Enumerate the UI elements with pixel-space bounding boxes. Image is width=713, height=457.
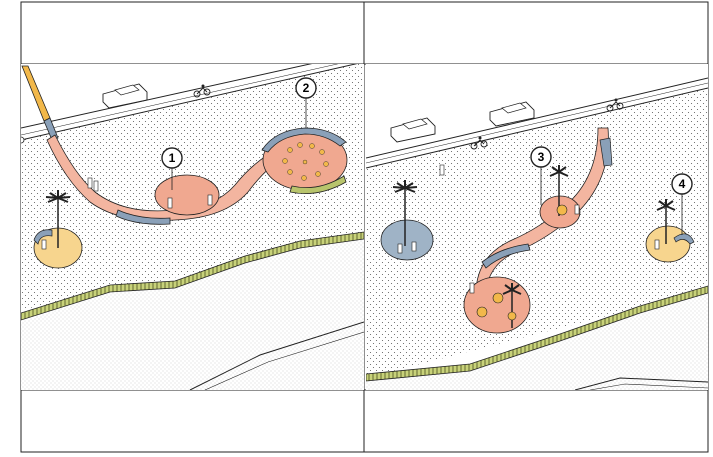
blue-circle	[380, 219, 434, 261]
table-icon	[476, 204, 568, 321]
right-panel	[366, 64, 708, 390]
bicycle-icon	[193, 84, 211, 98]
marker-4: 4	[671, 173, 693, 235]
hedge-strip	[21, 231, 364, 321]
bench-left	[115, 209, 171, 225]
marker-2-label: 2	[303, 81, 310, 95]
beach-sand	[21, 238, 364, 390]
palm-tree-icon	[45, 190, 71, 248]
car-icon	[489, 101, 535, 127]
palm-tree-icon	[392, 180, 418, 246]
car-icon	[390, 117, 436, 143]
hedge-strip-right	[366, 285, 708, 382]
yellow-circle-right	[645, 225, 691, 263]
bicycle-icon	[606, 98, 624, 112]
marker-3-label: 3	[538, 150, 545, 164]
marker-3: 3	[530, 146, 552, 205]
left-panel	[21, 64, 364, 390]
car-icon	[102, 83, 148, 109]
bicycle-icon	[470, 136, 488, 150]
marker-4-label: 4	[679, 177, 686, 191]
bench-right	[481, 243, 531, 269]
person-icon	[41, 177, 213, 250]
palm-tree-icon	[656, 199, 676, 244]
plaza-2-dots	[282, 142, 329, 181]
marker-1-label: 1	[169, 151, 176, 165]
marker-1: 1	[161, 147, 183, 190]
beach-sand-right	[366, 290, 708, 390]
marker-2: 2	[295, 77, 317, 128]
palm-tree-icon	[502, 283, 522, 328]
person-icon	[397, 164, 660, 294]
bench-plaza-2	[261, 127, 347, 153]
